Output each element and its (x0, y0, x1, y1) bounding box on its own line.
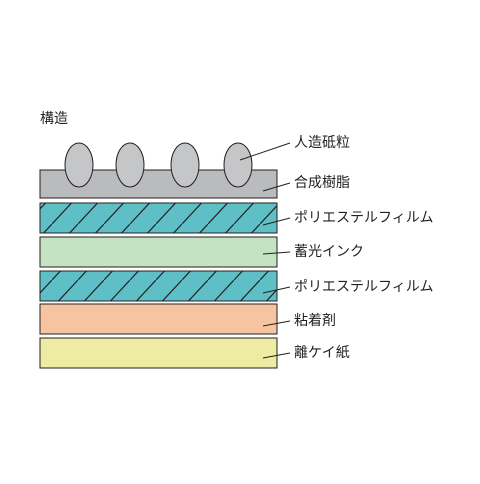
leader-line-polyester-film-top (262, 217, 291, 226)
luminous-ink-layer (39, 236, 278, 268)
leader-line-polyester-film-bottom (262, 286, 291, 294)
label-luminous-ink: 蓄光インク (294, 244, 364, 260)
label-polyester-film-top: ポリエステルフィルム (294, 210, 434, 226)
polyester-film-hatch-bottom (40, 271, 277, 301)
leader-line-luminous-ink (262, 251, 291, 255)
leader-line-abrasive-grain (239, 142, 291, 161)
abrasive-grain (170, 142, 200, 188)
release-paper-layer (39, 337, 278, 369)
leader-line-adhesive (262, 320, 291, 327)
abrasive-grain (64, 142, 94, 188)
label-resin: 合成樹脂 (294, 175, 350, 191)
label-adhesive: 粘着剤 (294, 313, 336, 329)
leader-line-release-paper (262, 352, 291, 359)
polyester-film-hatch-top (40, 203, 277, 233)
abrasive-grain (223, 142, 253, 188)
diagram-title: 構造 (40, 111, 68, 127)
label-abrasive-grain: 人造砥粒 (294, 135, 350, 151)
label-release-paper: 離ケイ紙 (294, 345, 350, 361)
label-polyester-film-bottom: ポリエステルフィルム (294, 279, 434, 295)
leader-line-resin (262, 182, 291, 192)
adhesive-layer (39, 303, 278, 335)
abrasive-grain (115, 142, 145, 188)
